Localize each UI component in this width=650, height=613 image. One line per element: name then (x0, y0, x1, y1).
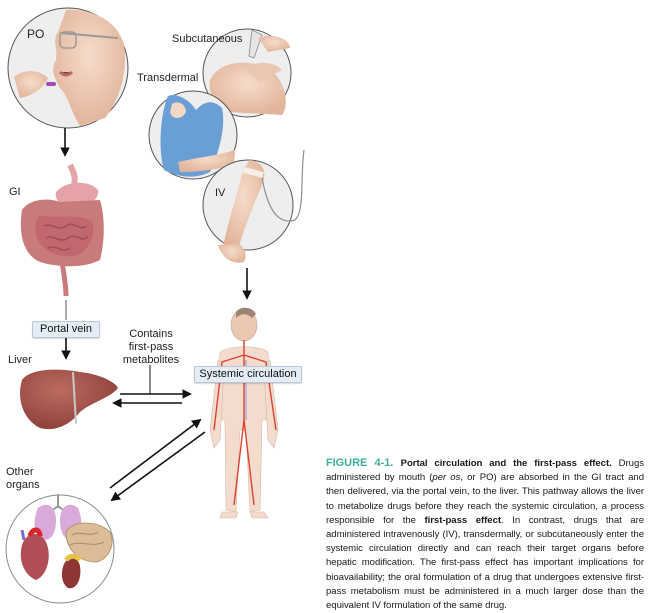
po-oral-dose-icon (7, 7, 129, 129)
figure-number: FIGURE 4-1. (326, 457, 401, 469)
caption-bold-term: first-pass effect (424, 514, 502, 526)
figure-caption: FIGURE 4-1. Portal circulation and the f… (326, 456, 644, 613)
caption-text-3: . In contrast, drugs that are administer… (326, 514, 645, 612)
other-organs-icon (5, 494, 115, 604)
liver-icon (20, 369, 118, 430)
systemic-circulation-box: Systemic circulation (194, 366, 302, 383)
caption-per-os: per os (432, 472, 461, 484)
subcutaneous-injection-icon (202, 28, 292, 118)
label-iv: IV (215, 187, 226, 199)
gi-tract-icon (20, 163, 104, 297)
label-other-organs: Other organs (6, 466, 40, 492)
transdermal-patch-icon (148, 90, 238, 180)
label-other-organs-line2: organs (6, 479, 40, 491)
caption-text-2: , or PO) are absorbed in the GI tract an… (326, 472, 644, 526)
human-circulation-icon (209, 307, 279, 519)
label-gi: GI (9, 186, 21, 198)
label-subcutaneous: Subcutaneous (172, 33, 243, 45)
portal-vein-box: Portal vein (32, 321, 100, 338)
label-contains-line2: first-pass (128, 341, 174, 353)
label-other-organs-line1: Other (6, 466, 34, 478)
caption-title: Portal circulation and the first-pass ef… (400, 458, 612, 469)
label-transdermal: Transdermal (137, 72, 199, 84)
label-contains-line3: metabolites (122, 354, 180, 366)
caption-text-1: Drugs administered by mouth ( (326, 458, 644, 484)
iv-arm-icon (202, 149, 305, 263)
label-po: PO (27, 27, 45, 41)
arrow-organs-to-systemic (109, 418, 202, 489)
label-liver: Liver (8, 354, 32, 366)
label-contains-first-pass-metabolites: Contains first-pass metabolites (120, 328, 182, 367)
label-contains-line1: Contains (129, 328, 173, 340)
arrow-systemic-to-organs (110, 431, 206, 502)
